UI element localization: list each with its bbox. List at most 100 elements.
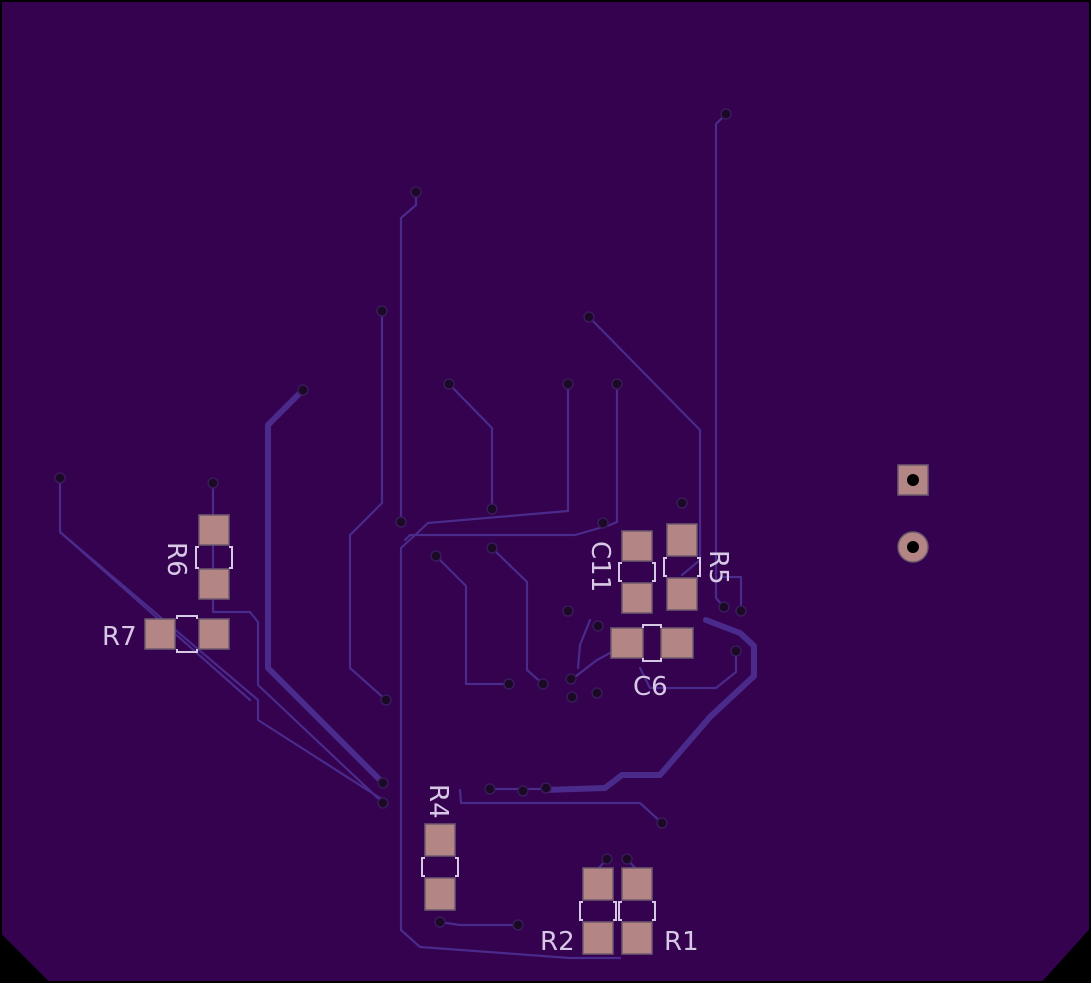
pad bbox=[198, 568, 230, 600]
pad bbox=[198, 514, 230, 546]
trace bbox=[587, 315, 702, 577]
silkscreen-outline bbox=[618, 562, 656, 582]
via bbox=[54, 472, 66, 484]
refdes-label: R1 bbox=[664, 927, 699, 957]
trace bbox=[399, 190, 418, 524]
component-r4[interactable]: R4 bbox=[421, 784, 459, 911]
via bbox=[656, 817, 668, 829]
component-r5[interactable]: R5 bbox=[663, 523, 733, 611]
trace bbox=[714, 112, 728, 609]
pad bbox=[666, 577, 698, 611]
refdes-label: R6 bbox=[161, 542, 191, 577]
via bbox=[676, 497, 688, 509]
via bbox=[562, 378, 574, 390]
via bbox=[517, 785, 529, 797]
pad bbox=[424, 823, 456, 857]
refdes-label: R4 bbox=[423, 784, 453, 819]
via bbox=[377, 777, 389, 789]
via bbox=[430, 550, 442, 562]
via bbox=[207, 477, 219, 489]
silkscreen-outline bbox=[176, 615, 198, 653]
via bbox=[583, 311, 595, 323]
trace bbox=[447, 382, 494, 511]
trace bbox=[348, 309, 388, 702]
via bbox=[503, 678, 515, 690]
silkscreen-outline bbox=[663, 557, 701, 577]
refdes-label: R2 bbox=[540, 927, 575, 957]
trace bbox=[638, 649, 738, 690]
trace bbox=[58, 476, 385, 802]
silkscreen-outline bbox=[642, 624, 662, 662]
pad bbox=[666, 523, 698, 557]
via bbox=[720, 108, 732, 120]
connector-header[interactable] bbox=[897, 464, 929, 563]
silkscreen-outline bbox=[421, 857, 459, 877]
pin-2-drill bbox=[907, 541, 919, 553]
component-r1[interactable]: R1 bbox=[618, 867, 699, 957]
via bbox=[512, 919, 524, 931]
pad bbox=[582, 921, 614, 955]
via bbox=[601, 853, 613, 865]
via bbox=[486, 503, 498, 515]
via-layer bbox=[54, 108, 747, 931]
pad bbox=[621, 921, 653, 955]
via bbox=[484, 783, 496, 795]
trace bbox=[490, 546, 545, 686]
via bbox=[621, 853, 633, 865]
trace bbox=[542, 617, 757, 793]
trace bbox=[722, 575, 743, 613]
via bbox=[591, 687, 603, 699]
via bbox=[562, 605, 574, 617]
pad bbox=[424, 877, 456, 911]
pad bbox=[621, 582, 653, 614]
via bbox=[486, 542, 498, 554]
via bbox=[297, 384, 309, 396]
via bbox=[718, 601, 730, 613]
pad bbox=[660, 627, 694, 659]
component-c6[interactable]: C6 bbox=[610, 624, 694, 702]
silkscreen-outline bbox=[195, 546, 233, 569]
via bbox=[377, 797, 389, 809]
trace bbox=[403, 382, 619, 542]
silkscreen-outline bbox=[618, 901, 656, 921]
via bbox=[410, 186, 422, 198]
via bbox=[592, 620, 604, 632]
refdes-label: R5 bbox=[703, 550, 733, 585]
via bbox=[434, 916, 446, 928]
pad bbox=[198, 618, 230, 650]
pin-1-drill bbox=[907, 474, 919, 486]
trace bbox=[399, 382, 622, 960]
pad bbox=[621, 867, 653, 901]
pad bbox=[582, 867, 614, 901]
via bbox=[597, 517, 609, 529]
refdes-label: R7 bbox=[102, 622, 137, 652]
via bbox=[380, 694, 392, 706]
component-r7[interactable]: R7 bbox=[102, 615, 230, 653]
component-c11[interactable]: C11 bbox=[585, 530, 656, 614]
trace bbox=[576, 618, 592, 670]
via bbox=[611, 378, 623, 390]
component-r6[interactable]: R6 bbox=[161, 514, 233, 600]
trace bbox=[58, 530, 252, 702]
component-r2[interactable]: R2 bbox=[540, 867, 617, 957]
refdes-label: C11 bbox=[585, 541, 615, 592]
via bbox=[395, 516, 407, 528]
via bbox=[540, 782, 552, 794]
via bbox=[565, 673, 577, 685]
trace bbox=[265, 387, 386, 786]
via bbox=[376, 305, 388, 317]
trace bbox=[458, 788, 664, 825]
pad bbox=[621, 530, 653, 562]
refdes-label: C6 bbox=[633, 672, 668, 702]
via bbox=[443, 378, 455, 390]
silkscreen-outline bbox=[579, 901, 617, 921]
via bbox=[566, 691, 578, 703]
trace bbox=[434, 554, 511, 686]
trace bbox=[438, 920, 520, 927]
via bbox=[537, 678, 549, 690]
via bbox=[730, 645, 742, 657]
via bbox=[735, 605, 747, 617]
